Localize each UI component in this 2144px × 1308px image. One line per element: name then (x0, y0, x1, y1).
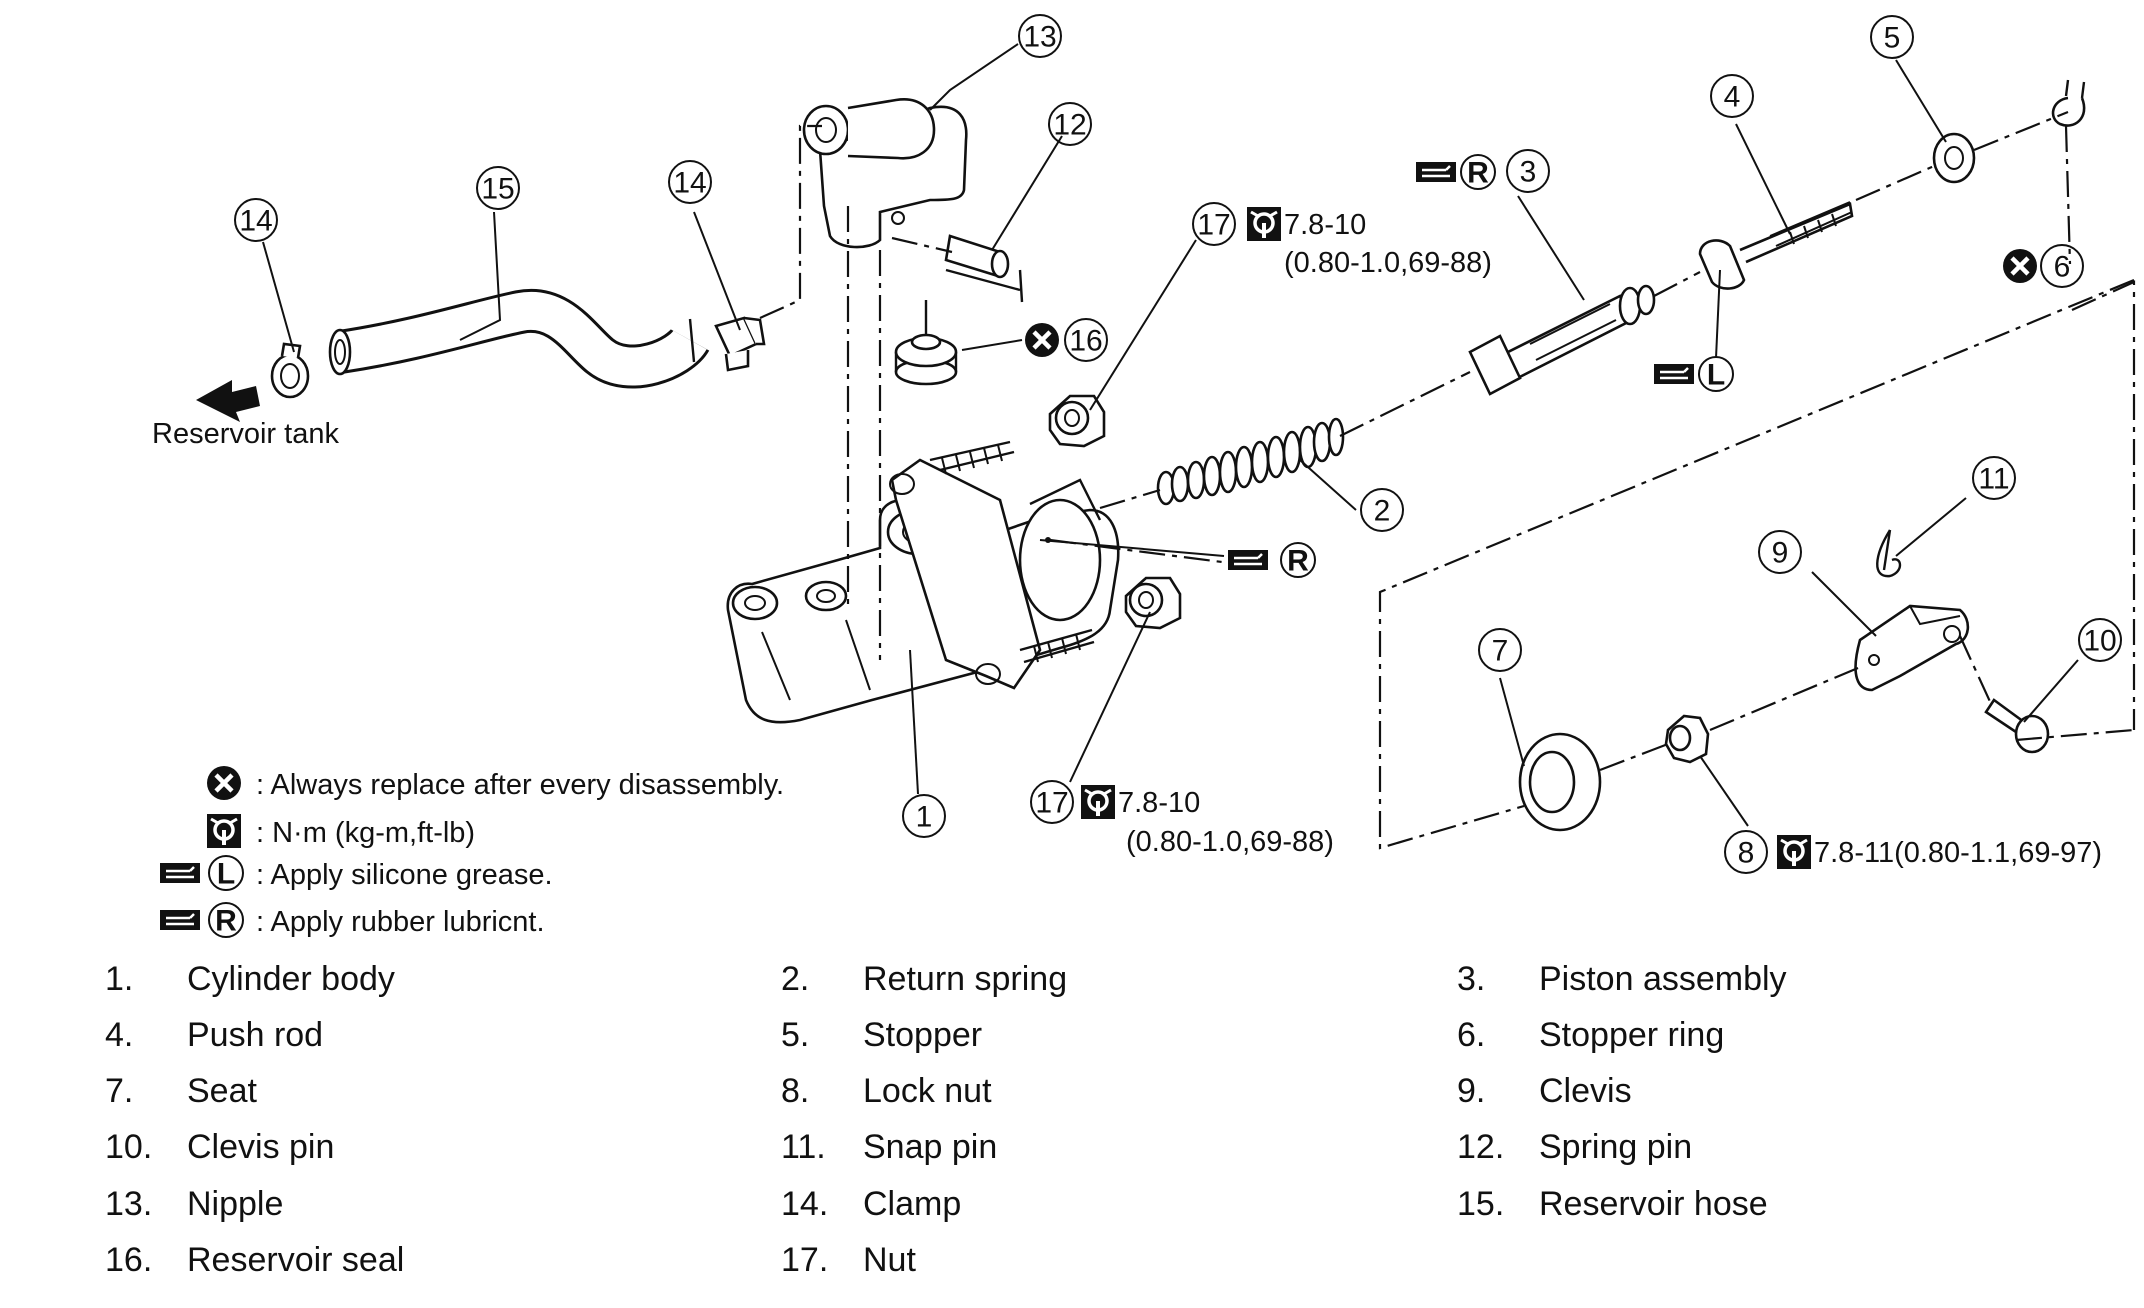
return-spring (1156, 417, 1345, 506)
callout-6: 6 (2040, 244, 2084, 288)
svg-text:14: 14 (673, 167, 706, 200)
svg-text:5: 5 (1884, 22, 1901, 55)
torque-spec-lock-nut: 7.8-11(0.80-1.1,69-97) (1814, 837, 2102, 869)
grease-L-icon: L (158, 855, 244, 891)
torque-spec-upper-units: (0.80-1.0,69-88) (1284, 247, 1492, 279)
svg-text:R: R (215, 905, 237, 938)
callout-3: 3 (1506, 149, 1550, 193)
lubricant-R-icon: R (158, 902, 244, 938)
torque-wrench-icon-lower (1079, 783, 1117, 821)
note-rubber: : Apply rubber lubricnt. (256, 906, 545, 938)
clevis (1854, 604, 1970, 692)
lock-nut (1664, 714, 1710, 764)
svg-text:2: 2 (1374, 495, 1391, 528)
callout-14-right: 14 (668, 160, 712, 204)
callout-13: 13 (1018, 14, 1062, 58)
reservoir-tank-label: Reservoir tank (152, 418, 339, 450)
stopper (1932, 132, 1976, 184)
torque-wrench-icon-upper (1245, 205, 1283, 243)
replace-x-icon (207, 766, 241, 800)
torque-spec-lower-value: 7.8-10 (1118, 787, 1200, 819)
torque-spec-upper-value: 7.8-10 (1284, 209, 1366, 241)
snap-pin (1876, 529, 1902, 578)
svg-text:1: 1 (916, 801, 933, 834)
torque-wrench-icon-lock-nut (1775, 833, 1813, 871)
lubricant-R-icon-piston: R (1414, 154, 1496, 190)
callout-1: 1 (902, 794, 946, 838)
stud-upper (929, 440, 1015, 475)
nut-upper (1048, 394, 1106, 448)
svg-text:L: L (217, 858, 235, 891)
svg-text:17: 17 (1035, 787, 1068, 820)
nipple (802, 98, 968, 249)
callout-17-lower: 17 (1030, 780, 1074, 824)
note-torque: : N·m (kg-m,ft-lb) (256, 817, 475, 849)
piston-assembly (1468, 284, 1656, 396)
svg-text:L: L (1707, 359, 1725, 392)
clamp-right (714, 316, 766, 372)
note-replace: : Always replace after every disassembly… (256, 769, 784, 801)
svg-text:4: 4 (1724, 81, 1741, 114)
callout-10: 10 (2078, 618, 2122, 662)
lubricant-R-icon-body: R (1226, 542, 1316, 578)
callout-15: 15 (476, 166, 520, 210)
svg-text:13: 13 (1023, 21, 1056, 54)
svg-text:14: 14 (239, 205, 272, 238)
svg-text:16: 16 (1069, 325, 1102, 358)
svg-text:6: 6 (2054, 251, 2071, 284)
svg-text:11: 11 (1978, 463, 2009, 496)
symbol-notes: : Always replace after every disassembly… (158, 766, 784, 938)
torque-wrench-icon (205, 812, 243, 850)
grease-L-icon-push-rod: L (1652, 356, 1734, 392)
note-silicone: : Apply silicone grease. (256, 859, 553, 891)
cylinder-body (726, 458, 1120, 724)
svg-text:15: 15 (481, 173, 514, 206)
seat (1518, 732, 1602, 832)
reservoir-seal (894, 300, 958, 386)
reservoir-hose (328, 288, 710, 389)
callout-12: 12 (1048, 102, 1092, 146)
svg-text:3: 3 (1520, 156, 1537, 189)
nut-lower (1124, 576, 1182, 630)
push-rod (1698, 201, 1854, 290)
spring-pin (944, 234, 1024, 303)
clamp-left (270, 342, 310, 399)
callout-9: 9 (1758, 530, 1802, 574)
callout-2: 2 (1360, 488, 1404, 532)
stud-lower (1019, 628, 1095, 664)
callout-17-upper: 17 (1192, 202, 1236, 246)
svg-text:R: R (1287, 545, 1309, 578)
torque-spec-lower-units: (0.80-1.0,69-88) (1126, 826, 1334, 858)
svg-text:R: R (1467, 157, 1489, 190)
callout-14-left: 14 (234, 198, 278, 242)
svg-text:7: 7 (1492, 635, 1509, 668)
stopper-ring (2051, 79, 2086, 127)
replace-x-icon-stopper-ring (2003, 249, 2037, 283)
callout-4: 4 (1710, 74, 1754, 118)
callout-5: 5 (1870, 15, 1914, 59)
svg-text:12: 12 (1053, 109, 1086, 142)
svg-text:17: 17 (1197, 209, 1230, 242)
callout-16: 16 (1064, 318, 1108, 362)
callout-11: 11 (1972, 456, 2016, 500)
replace-x-icon-seal (1025, 323, 1059, 357)
svg-text:8: 8 (1738, 837, 1755, 870)
clevis-pin (1984, 698, 2050, 754)
svg-text:9: 9 (1772, 537, 1789, 570)
reservoir-tank-arrow (196, 380, 260, 422)
assembly-axes (759, 110, 2136, 850)
svg-text:10: 10 (2083, 625, 2116, 658)
callout-7: 7 (1478, 628, 1522, 672)
leader-lines (262, 43, 2079, 827)
callout-8: 8 (1724, 830, 1768, 874)
